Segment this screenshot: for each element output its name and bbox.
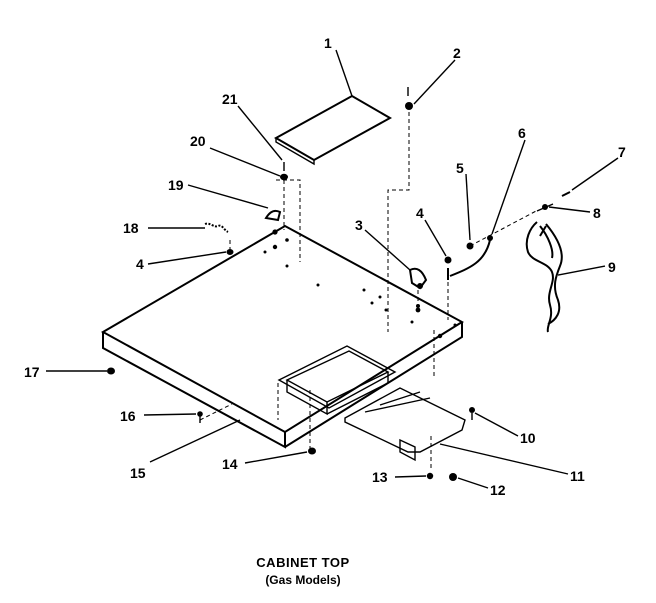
cabinet-opening: [277, 345, 397, 416]
part-9-power-cord: [525, 221, 563, 333]
callout-7: 7: [618, 144, 626, 160]
callout-21: 21: [222, 91, 238, 107]
part-5-6-harness: [444, 235, 493, 280]
part-10-screw: [469, 407, 475, 420]
part-19-bracket: [264, 209, 282, 235]
callout-15: 15: [130, 465, 146, 481]
callout-20: 20: [190, 133, 206, 149]
callout-10: 10: [520, 430, 536, 446]
part-12-nut: [449, 473, 457, 481]
callout-11: 11: [570, 468, 585, 484]
part-17-foot: [107, 367, 115, 375]
callout-labels: 1 2 21 20 19 18 4 3 4 5 6 7 8 9 10 11 12…: [24, 35, 626, 498]
panel-holes: [263, 238, 457, 339]
part-1-cover-plate: [273, 94, 393, 166]
part-3-clip: [408, 267, 428, 308]
callout-4-right: 4: [416, 205, 424, 221]
callout-3: 3: [355, 217, 363, 233]
callout-18: 18: [123, 220, 139, 236]
cabinet-top-panel: [100, 224, 464, 449]
callout-2: 2: [453, 45, 461, 61]
part-14-foot: [308, 447, 316, 455]
part-13-screw: [426, 472, 434, 480]
caption-subtitle: (Gas Models): [265, 573, 340, 587]
callout-16: 16: [120, 408, 136, 424]
caption-title: CABINET TOP: [256, 555, 349, 570]
callout-19: 19: [168, 177, 184, 193]
assembly-guide-lines: [199, 112, 539, 470]
part-7-8-connectors: [536, 191, 571, 212]
callout-8: 8: [593, 205, 601, 221]
callout-5: 5: [456, 160, 464, 176]
part-2-screw: [405, 87, 413, 110]
part-4-screw-left: [226, 249, 234, 255]
callout-14: 14: [222, 456, 238, 472]
part-20-21-screws: [280, 162, 288, 181]
callout-1: 1: [324, 35, 332, 51]
part-16-screw: [197, 411, 203, 423]
part-18-spring: [204, 222, 229, 233]
callout-13: 13: [372, 469, 388, 485]
rear-bracket: [344, 387, 466, 462]
callout-6: 6: [518, 125, 526, 141]
callout-4-left: 4: [136, 256, 144, 272]
callout-12: 12: [490, 482, 506, 498]
callout-17: 17: [24, 364, 40, 380]
callout-9: 9: [608, 259, 616, 275]
leader-lines: [46, 49, 619, 489]
